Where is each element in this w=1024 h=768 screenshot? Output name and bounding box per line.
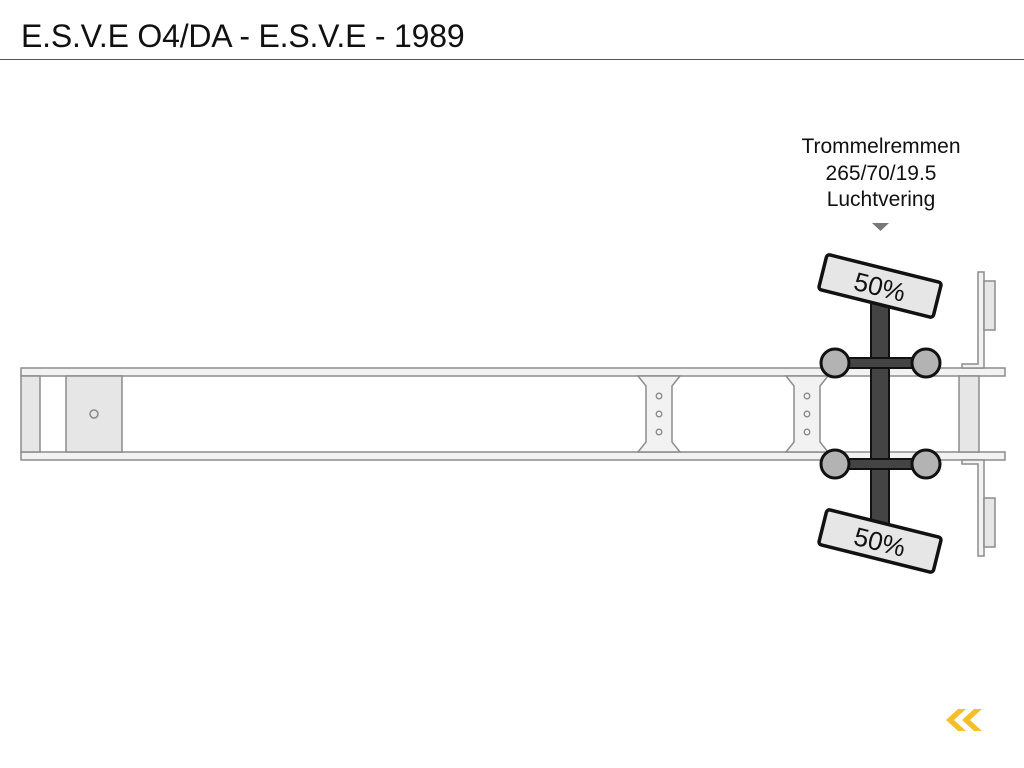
suspension-type: Luchtvering xyxy=(826,188,936,211)
bolt-holes-1 xyxy=(655,392,663,436)
cross-member-1 xyxy=(636,375,682,453)
rear-light-bracket-top xyxy=(961,271,996,369)
brake-type: Trommelremmen xyxy=(801,135,961,158)
axle-spec-label: Trommelremmen 265/70/19.5 Luchtvering xyxy=(780,134,982,214)
double-chevron-left-icon xyxy=(946,709,982,731)
chassis-frame xyxy=(20,367,1006,461)
wheel-hub-icon xyxy=(819,347,942,480)
page-title: E.S.V.E O4/DA - E.S.V.E - 1989 xyxy=(21,18,465,54)
axle xyxy=(819,299,942,527)
header: E.S.V.E O4/DA - E.S.V.E - 1989 xyxy=(0,0,1024,60)
triangle-down-icon xyxy=(872,223,889,231)
tire-size: 265/70/19.5 xyxy=(825,161,937,185)
cross-member-2 xyxy=(784,375,830,453)
load-label-bottom: 50% xyxy=(817,508,943,574)
bolt-holes-2 xyxy=(803,392,811,436)
load-label-top: 50% xyxy=(817,253,943,319)
rear-bumper xyxy=(958,375,980,453)
rear-light-bracket-bottom xyxy=(961,459,996,557)
kingpin-icon xyxy=(89,409,99,419)
